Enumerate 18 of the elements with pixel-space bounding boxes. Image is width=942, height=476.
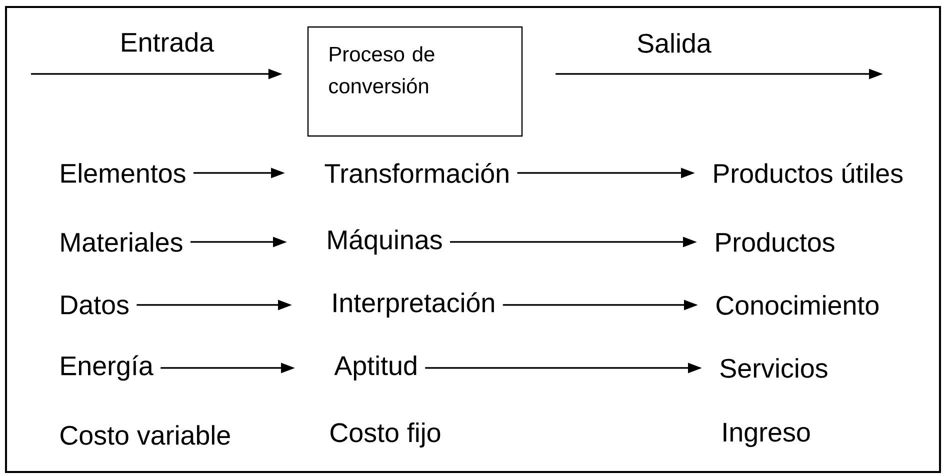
edge-label: Salida bbox=[638, 33, 712, 53]
item-text: Productos útiles bbox=[714, 162, 903, 184]
item-text: Transformación bbox=[324, 162, 508, 184]
item-text: Ingreso bbox=[724, 422, 810, 448]
edge-label: Entrada bbox=[122, 32, 214, 52]
item-text: Interpretación bbox=[334, 292, 494, 318]
item-text: Materiales bbox=[61, 232, 182, 252]
item-text: Costo variable bbox=[60, 425, 230, 445]
item-text: Aptitud bbox=[334, 355, 416, 381]
item-text: Máquinas bbox=[328, 229, 442, 255]
item-text: Costo fijo bbox=[330, 422, 440, 448]
process-box: Proceso de conversión bbox=[307, 26, 523, 137]
item-text: Datos bbox=[61, 296, 128, 314]
item-text: Servicios bbox=[720, 358, 828, 378]
item-text: Conocimiento bbox=[716, 295, 878, 315]
item-text: Productos bbox=[716, 232, 834, 252]
item-text: Elementos bbox=[61, 163, 186, 183]
item-text: Energía bbox=[61, 355, 154, 381]
